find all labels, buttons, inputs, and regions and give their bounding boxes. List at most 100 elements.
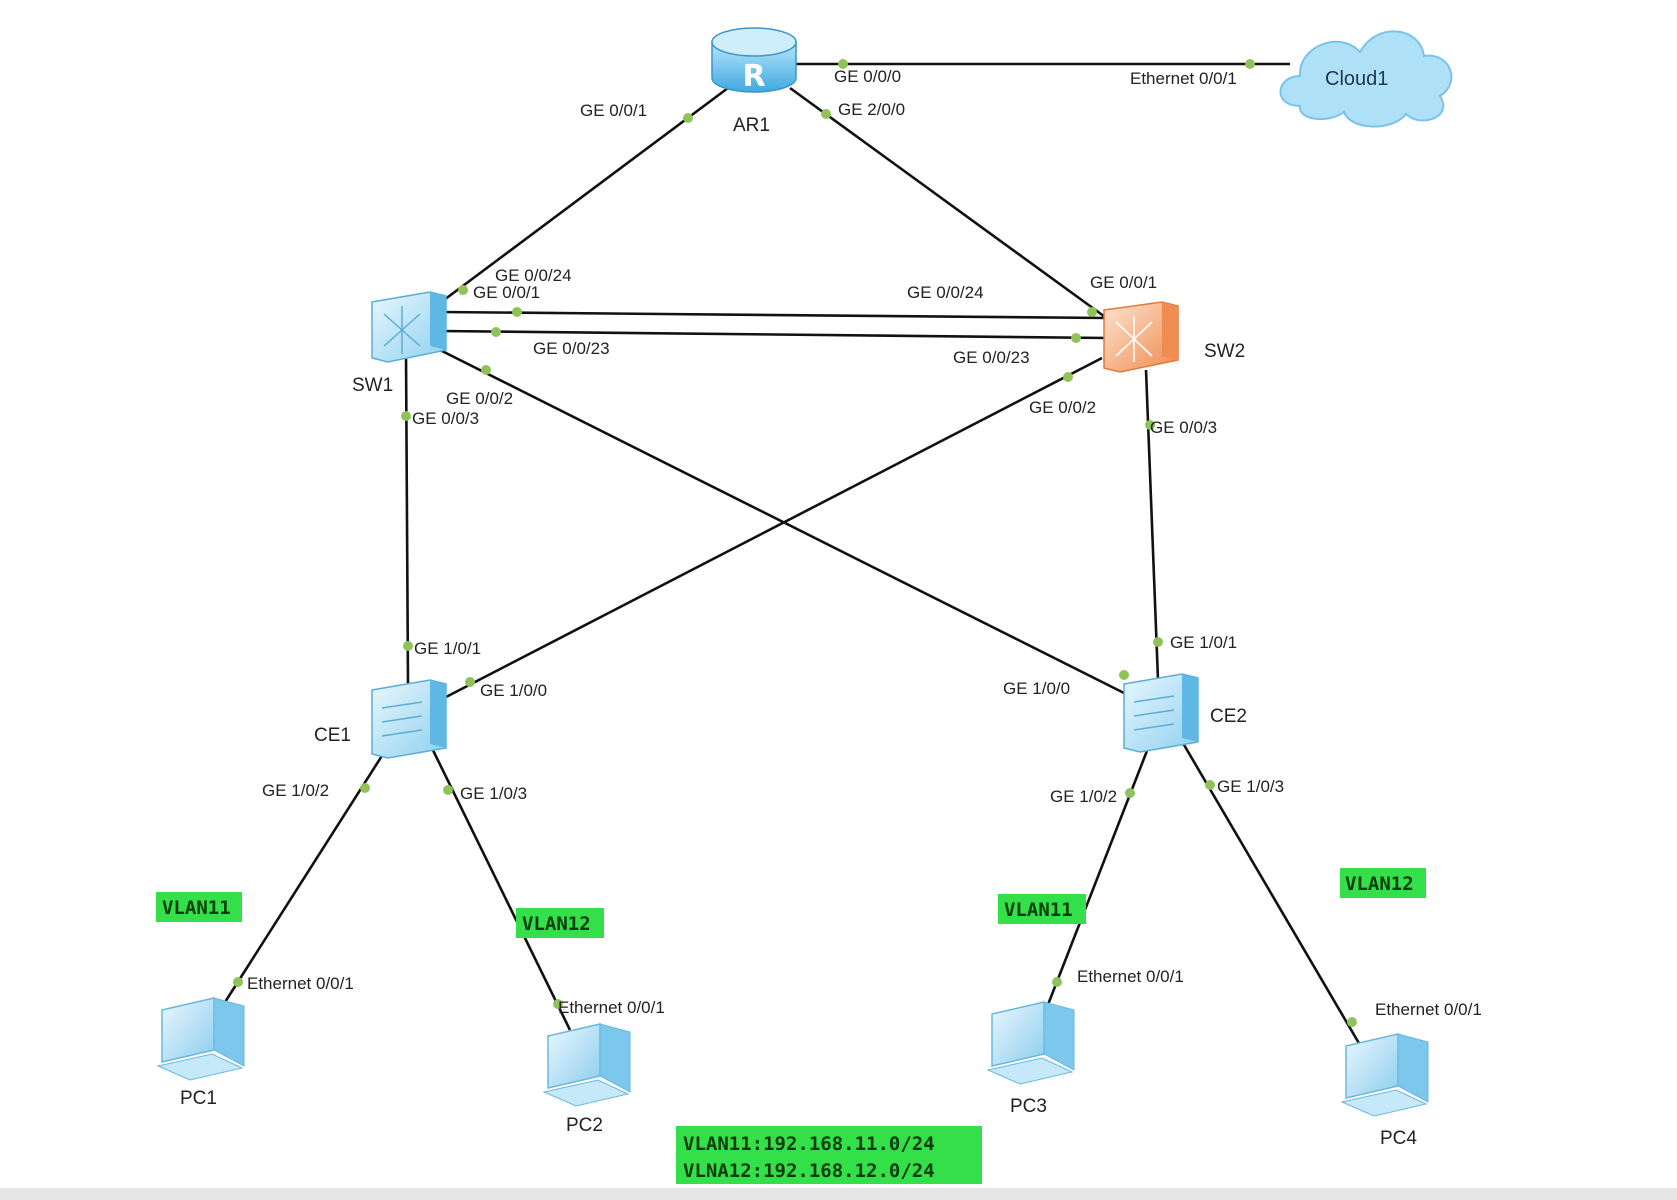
switch-ce1[interactable]: CE1: [314, 679, 447, 759]
port-label: GE 1/0/3: [460, 784, 527, 803]
sw2-label: SW2: [1204, 341, 1245, 362]
link-sw1-sw2-ge24[interactable]: [439, 310, 1109, 320]
port-dot: [1071, 333, 1081, 343]
port-label: GE 0/0/3: [1150, 418, 1217, 437]
port-dot: [233, 977, 243, 987]
port-dot: [512, 307, 522, 317]
port-label: GE 1/0/2: [262, 781, 329, 800]
pc-icon: [156, 997, 245, 1081]
vlan-tag-text: VLAN11: [1004, 899, 1073, 921]
pc-pc2[interactable]: PC2: [542, 1023, 631, 1136]
link-sw2-ce2[interactable]: [1144, 369, 1160, 681]
port-dot: [403, 641, 413, 651]
port-label: Ethernet 0/0/1: [247, 974, 354, 993]
pc-icon: [1340, 1033, 1429, 1117]
pc-pc4[interactable]: PC4: [1340, 1033, 1429, 1149]
pc2-label: PC2: [566, 1115, 603, 1136]
cloud-label: Cloud1: [1325, 68, 1388, 90]
port-label: GE 0/0/1: [473, 283, 540, 302]
port-label: GE 0/0/24: [907, 283, 984, 302]
port-label: GE 1/0/0: [480, 681, 547, 700]
port-label: GE 1/0/3: [1217, 777, 1284, 796]
switch-sw2[interactable]: SW2: [1103, 301, 1245, 373]
port-label: Ethernet 0/0/1: [558, 998, 665, 1017]
link-sw1-ce1[interactable]: [404, 354, 410, 686]
port-dot: [553, 999, 563, 1009]
ce2-label: CE2: [1210, 706, 1247, 727]
pc-icon: [986, 1001, 1075, 1085]
port-labels: GE 0/0/0 GE 0/0/1 GE 2/0/0 Ethernet 0/0/…: [247, 67, 1482, 1019]
port-dot: [1052, 977, 1062, 987]
port-label: GE 1/0/1: [1170, 633, 1237, 652]
vlan-tag-pc2: VLAN12: [516, 908, 604, 938]
port-dot: [491, 327, 501, 337]
link-ar1-sw1[interactable]: [443, 86, 729, 302]
links: [218, 62, 1362, 1046]
port-dot: [1245, 59, 1255, 69]
switch-ce2[interactable]: CE2: [1123, 673, 1247, 753]
port-label: GE 0/0/3: [412, 409, 479, 428]
port-label: GE 1/0/1: [414, 639, 481, 658]
vlan-tag-pc4: VLAN12: [1340, 868, 1426, 898]
pc-pc1[interactable]: PC1: [156, 997, 245, 1109]
port-dot: [458, 285, 468, 295]
vlan-tag-text: VLAN12: [522, 913, 591, 935]
port-dot: [1119, 670, 1129, 680]
switch-icon: [1103, 301, 1179, 373]
pc-pc3[interactable]: PC3: [986, 1001, 1075, 1117]
link-ar1-sw2[interactable]: [789, 86, 1113, 324]
port-label: GE 0/0/2: [1029, 398, 1096, 417]
port-label: GE 0/0/2: [446, 389, 513, 408]
port-label: GE 0/0/1: [1090, 273, 1157, 292]
port-dot: [1347, 1017, 1357, 1027]
switch-icon: [1123, 673, 1199, 753]
port-label: Ethernet 0/0/1: [1375, 1000, 1482, 1019]
port-dot: [1153, 637, 1163, 647]
port-label: GE 0/0/23: [953, 348, 1030, 367]
pc1-label: PC1: [180, 1088, 217, 1109]
port-label: GE 2/0/0: [838, 100, 905, 119]
pc4-label: PC4: [1380, 1128, 1417, 1149]
vlan-tags: VLAN11 VLAN12 VLAN11 VLAN12: [156, 868, 1426, 938]
link-sw1-sw2-ge23[interactable]: [439, 329, 1109, 340]
legend-line-1: VLAN11:192.168.11.0/24: [683, 1133, 935, 1155]
switch-sw1[interactable]: SW1: [352, 291, 447, 396]
svg-text:R: R: [742, 59, 765, 94]
port-dot: [1087, 307, 1097, 317]
pc3-label: PC3: [1010, 1096, 1047, 1117]
port-label: GE 1/0/0: [1003, 679, 1070, 698]
vlan-subnet-legend: VLAN11:192.168.11.0/24 VLNA12:192.168.12…: [676, 1126, 982, 1184]
router-ar1[interactable]: R AR1: [711, 27, 797, 136]
port-dots: [233, 59, 1357, 1027]
switch-icon: [371, 291, 447, 363]
vlan-tag-text: VLAN12: [1345, 873, 1414, 895]
port-label: GE 0/0/24: [495, 266, 572, 285]
cloud-icon: [1279, 30, 1453, 128]
port-label: GE 0/0/1: [580, 101, 647, 120]
port-dot: [821, 109, 831, 119]
sw1-label: SW1: [352, 375, 393, 396]
port-dot: [360, 783, 370, 793]
router-label: AR1: [733, 115, 770, 136]
link-ce2-pc3[interactable]: [1040, 737, 1154, 1021]
port-label: Ethernet 0/0/1: [1130, 69, 1237, 88]
bottom-scrollbar[interactable]: [0, 1188, 1677, 1200]
port-dot: [443, 785, 453, 795]
cloud-cloud1[interactable]: Cloud1: [1279, 30, 1453, 128]
port-dot: [401, 411, 411, 421]
port-dot: [1063, 372, 1073, 382]
port-dot: [683, 113, 693, 123]
link-sw2-ce1[interactable]: [445, 356, 1103, 699]
port-dot: [465, 677, 475, 687]
vlan-tag-pc1: VLAN11: [156, 892, 242, 922]
port-dot: [1125, 788, 1135, 798]
vlan-tag-pc3: VLAN11: [998, 894, 1086, 924]
port-label: GE 1/0/2: [1050, 787, 1117, 806]
port-dot: [838, 59, 848, 69]
port-label: GE 0/0/23: [533, 339, 610, 358]
router-icon: R: [711, 27, 797, 94]
port-dot: [1205, 780, 1215, 790]
port-dot: [1145, 420, 1155, 430]
switch-icon: [371, 679, 447, 759]
